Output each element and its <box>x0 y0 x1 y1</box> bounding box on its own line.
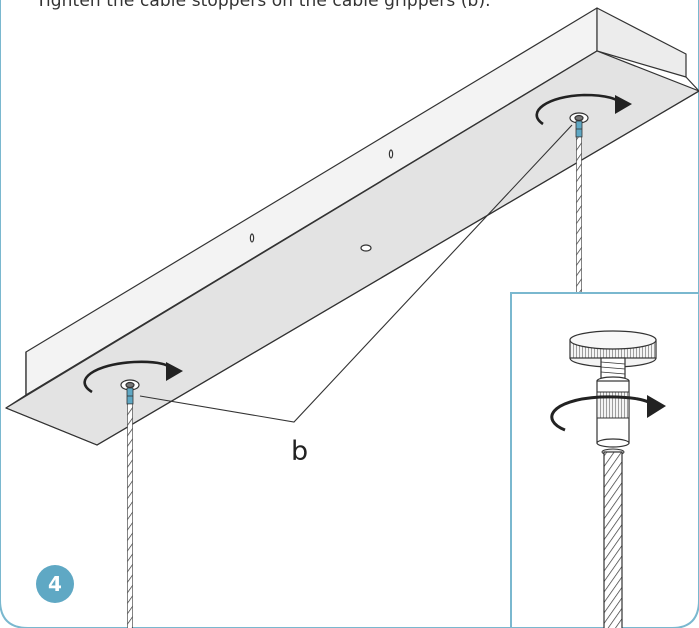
clockwise-rotation-arrow-icon <box>83 360 183 394</box>
instruction-text: Tighten the cable stoppers on the cable … <box>36 0 491 11</box>
detail-inset <box>510 292 699 628</box>
right-cable-gripper <box>569 112 589 138</box>
left-cable-gripper <box>120 379 140 405</box>
clockwise-rotation-arrow-icon <box>550 395 666 432</box>
callout-leader-line <box>139 124 573 423</box>
left-suspension-cable <box>127 403 133 628</box>
clockwise-rotation-arrow-icon <box>535 93 632 126</box>
step-number-badge: 4 <box>36 565 74 603</box>
callout-label-b: b <box>291 436 309 467</box>
ceiling-canopy <box>5 7 699 446</box>
right-suspension-cable <box>576 136 582 294</box>
